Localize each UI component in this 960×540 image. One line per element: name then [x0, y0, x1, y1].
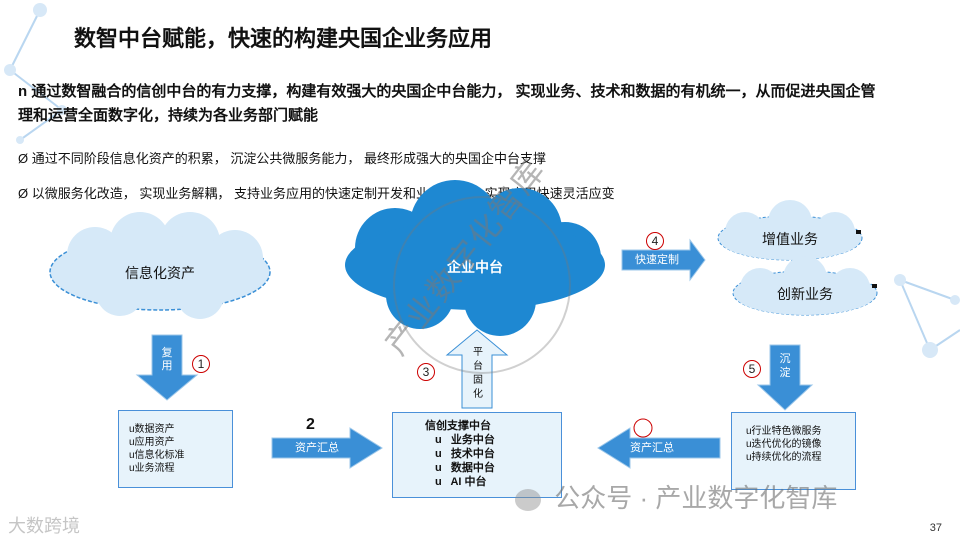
list-item: u数据资产 [129, 424, 175, 435]
step-4-marker: 4 [646, 232, 664, 250]
list-item: u行业特色微服务 [746, 426, 822, 437]
footer-watermark: 公众号 · 产业数字化智库 [515, 478, 837, 515]
services-list-box: u行业特色微服务 u迭代优化的镜像 u持续优化的流程 [731, 412, 856, 490]
step-2-marker: 2 [306, 416, 315, 433]
precipitate-label: 沉淀 [779, 353, 791, 379]
innovation-label: 创新业务 [777, 286, 833, 302]
wechat-icon [515, 489, 541, 512]
page-number: 37 [929, 522, 942, 534]
support-platform-box: 信创支撑中台 u 业务中台 u 技术中台 u 数据中台 u AI 中台 [392, 412, 562, 498]
main-point-text: 通过数智融合的信创中台的有力支撑，构建有效强大的央国企中台能力， 实现业务、技术… [18, 83, 876, 124]
main-point: n 通过数智融合的信创中台的有力支撑，构建有效强大的央国企中台能力， 实现业务、… [18, 80, 878, 128]
sub-point-marker: Ø [18, 186, 29, 201]
asset-collect-right-arrow [597, 427, 721, 469]
sub-point-marker: Ø [18, 151, 29, 166]
quick-custom-label: 快速定制 [635, 254, 679, 266]
main-point-marker: n [18, 83, 28, 100]
step-5-marker: 5 [743, 360, 761, 378]
reuse-arrow [135, 334, 199, 401]
value-added-label: 增值业务 [762, 231, 818, 247]
sub-point-text: 通过不同阶段信息化资产的积累， 沉淀公共微服务能力， 最终形成强大的央国企中台支… [31, 151, 546, 166]
list-item: u 业务中台 [435, 434, 495, 446]
platform-solidify-label: 平台固化 [473, 347, 483, 400]
step-3-marker: 3 [417, 363, 435, 381]
sub-point: Ø 通过不同阶段信息化资产的积累， 沉淀公共微服务能力， 最终形成强大的央国企中… [18, 150, 546, 168]
platform-solidify-arrow [445, 329, 509, 409]
step-1-marker: 1 [192, 355, 210, 373]
list-item: u迭代优化的镜像 [746, 439, 822, 450]
asset-collect-left-label: 资产汇总 [295, 442, 339, 454]
list-item: u应用资产 [129, 437, 175, 448]
quick-custom-arrow [621, 238, 706, 282]
support-platform-title: 信创支撑中台 [425, 420, 491, 432]
list-item: u 数据中台 [435, 462, 495, 474]
list-item: u持续优化的流程 [746, 452, 822, 463]
asset-collect-right-label: 资产汇总 [630, 442, 674, 454]
empty-step-marker [633, 418, 653, 438]
list-item: u信息化标准 [129, 450, 185, 461]
enterprise-platform-label: 企业中台 [447, 259, 503, 275]
footer-watermark-text: 公众号 · 产业数字化智库 [554, 483, 838, 513]
reuse-label: 复用 [161, 347, 173, 372]
logo-watermark: 大数跨境 [8, 516, 80, 536]
watermark-seal [393, 196, 571, 374]
list-item: u AI 中台 [435, 476, 487, 488]
list-item: u业务流程 [129, 463, 175, 474]
info-assets-label: 信息化资产 [125, 265, 195, 281]
assets-list-box: u数据资产 u应用资产 u信息化标准 u业务流程 [118, 410, 233, 488]
list-item: u 技术中台 [435, 448, 495, 460]
slide-title: 数智中台赋能，快速的构建央国企业务应用 [74, 26, 493, 51]
asset-collect-left-arrow [271, 427, 383, 469]
enterprise-platform-cloud [345, 180, 605, 336]
precipitate-arrow [756, 344, 814, 411]
